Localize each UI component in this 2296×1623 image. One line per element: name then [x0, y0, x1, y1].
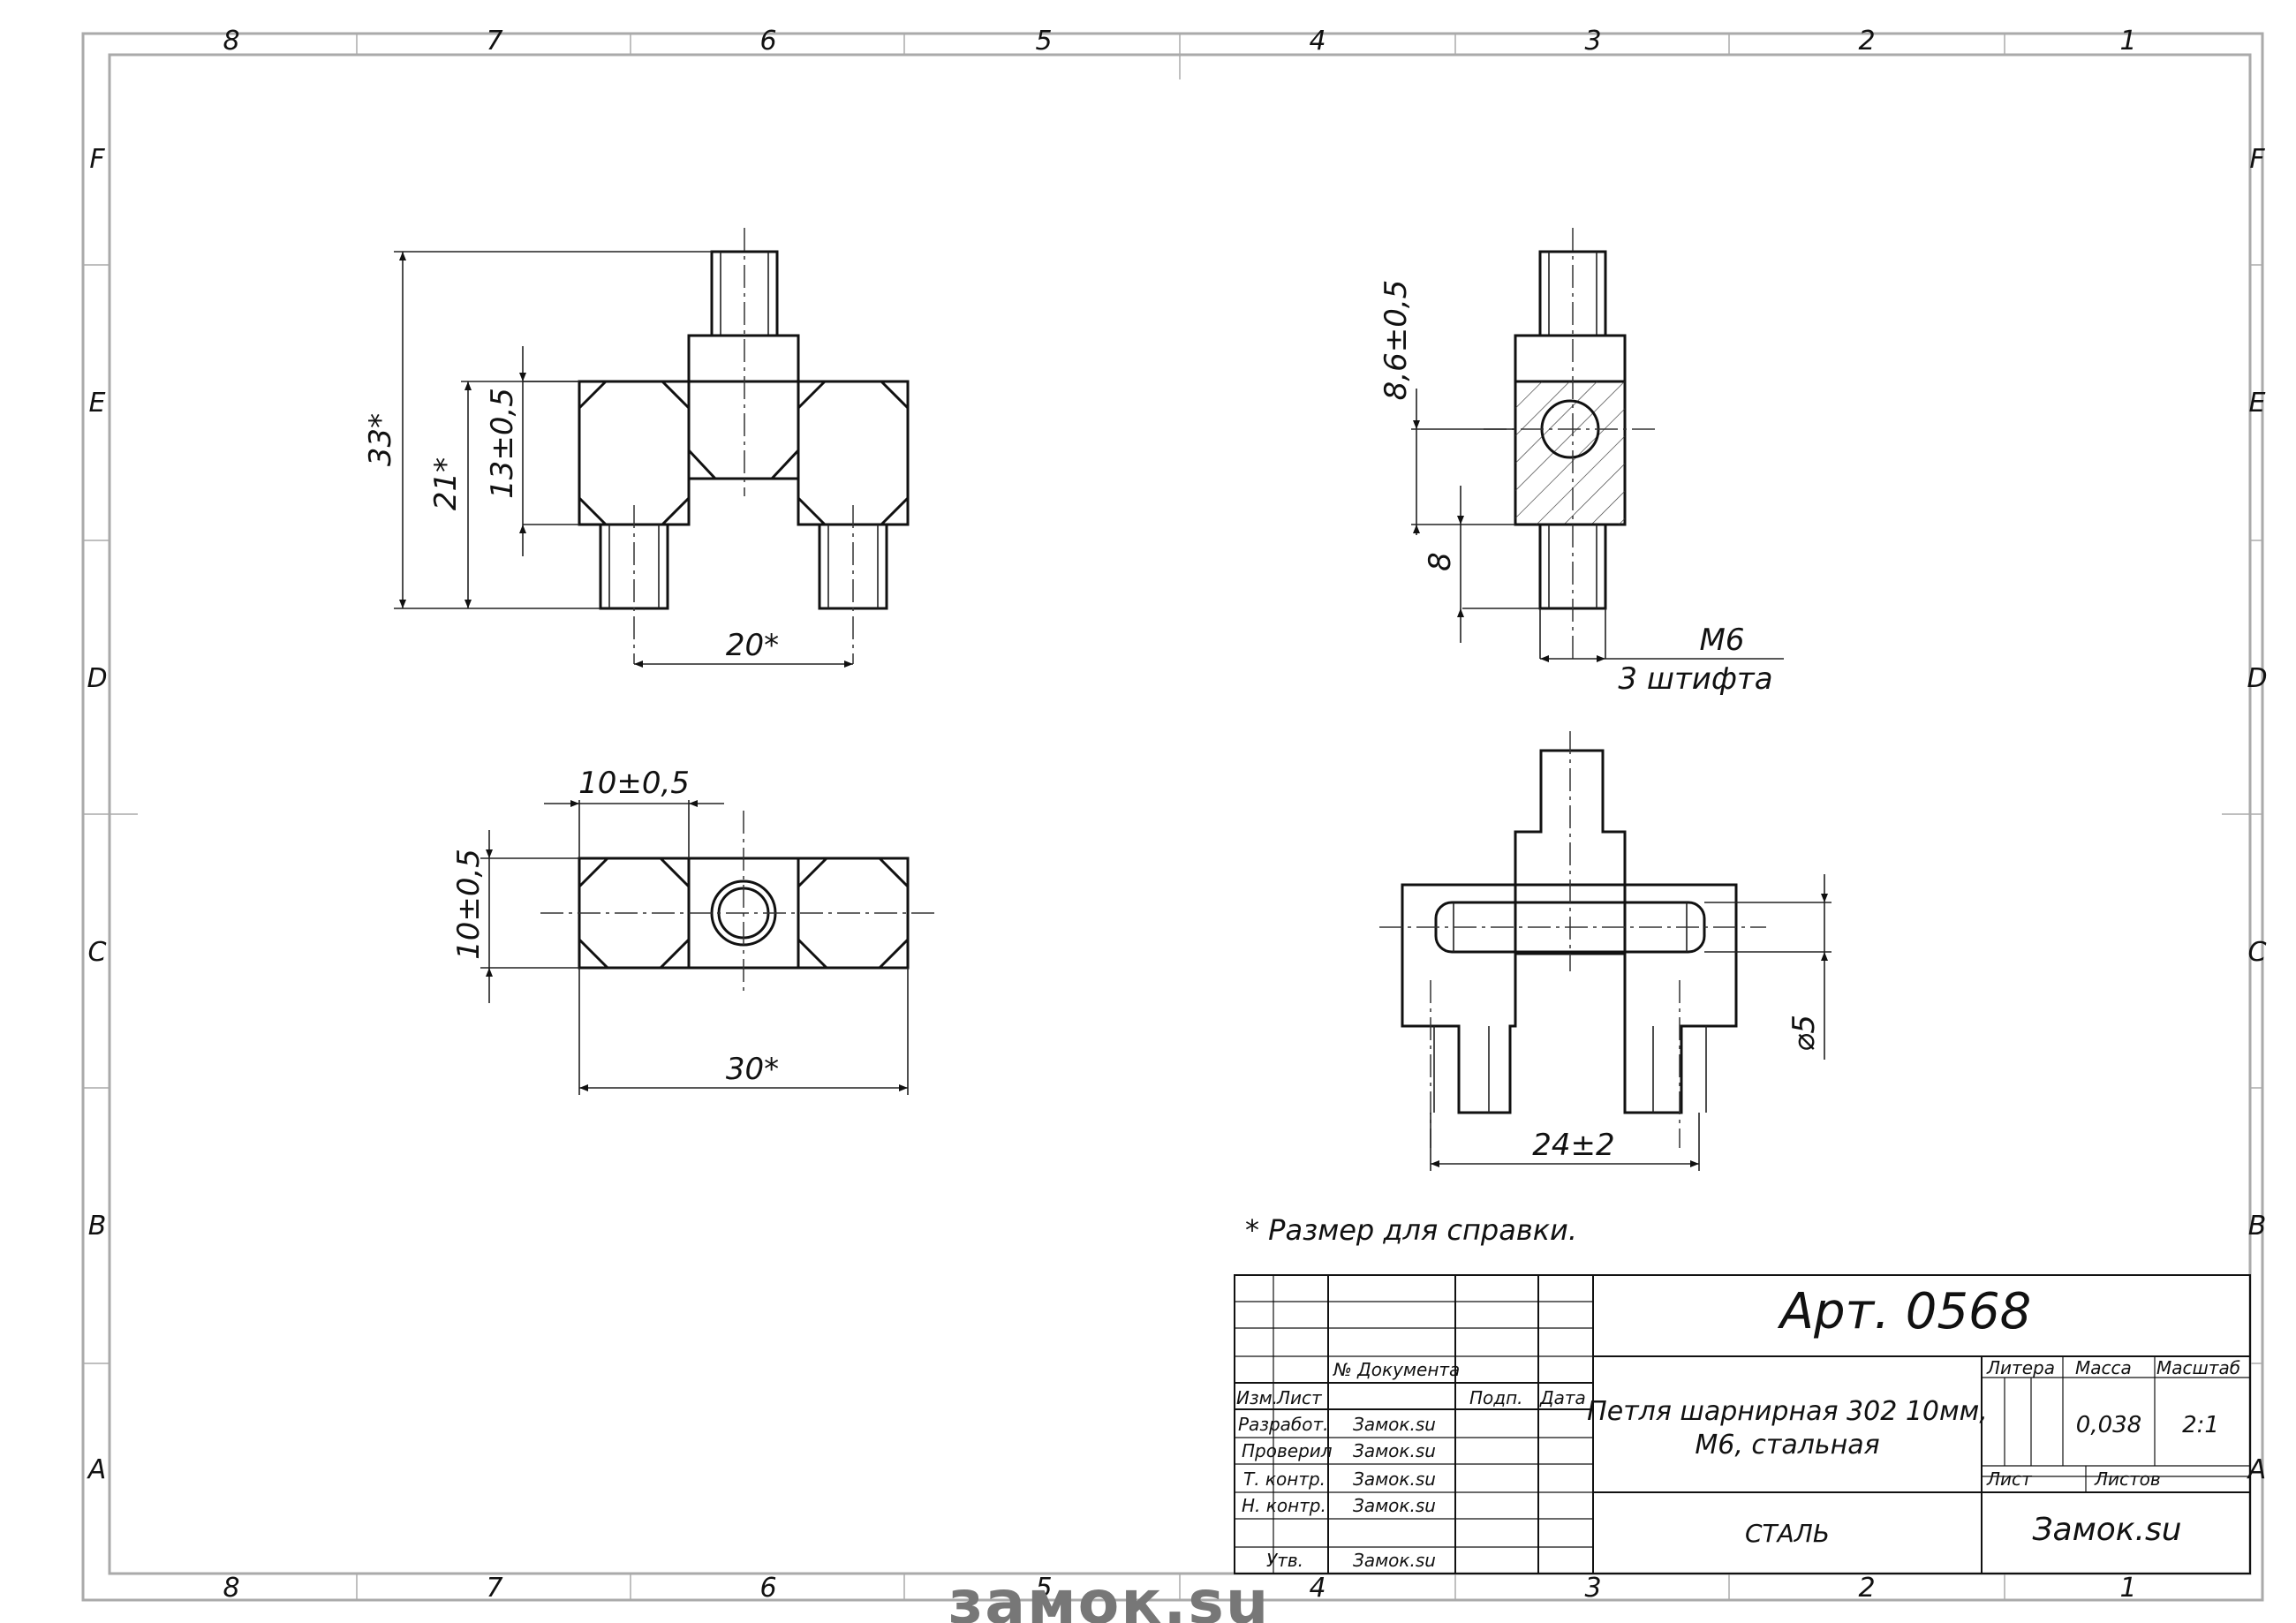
tb-mass-value: 0,038 — [2076, 1412, 2141, 1438]
zone-col-bottom-1: 1 — [2119, 1573, 2136, 1604]
tb-header-sheets: Листов — [2094, 1468, 2161, 1490]
tb-name-line2: М6, стальная — [1695, 1430, 1879, 1461]
tb-header-litera: Литера — [1986, 1357, 2055, 1378]
tb-name-line1: Петля шарнирная 302 10мм, — [1587, 1396, 1988, 1427]
zone-row-right-D: D — [2247, 663, 2267, 694]
zone-col-bottom-6: 6 — [759, 1573, 776, 1604]
tb-name-tech-control: Замок.su — [1353, 1468, 1436, 1490]
dim-side-offset: 8,6±0,5 — [1378, 280, 1414, 401]
dim-total-height: 33* — [363, 413, 398, 466]
zone-col-top-6: 6 — [759, 26, 776, 57]
tb-header-sheet: Лист — [1986, 1468, 2033, 1490]
zone-row-left-A: A — [87, 1454, 107, 1485]
tb-name-norm-control: Замок.su — [1353, 1495, 1436, 1516]
zone-col-bottom-5: 5 — [1035, 1573, 1052, 1604]
tb-scale-value: 2:1 — [2182, 1412, 2219, 1438]
zone-col-bottom-4: 4 — [1309, 1573, 1325, 1604]
zone-col-bottom-8: 8 — [223, 1573, 239, 1604]
tb-company: Замок.su — [2032, 1512, 2181, 1548]
zone-row-left-C: C — [88, 937, 107, 968]
tb-article: Арт. 0568 — [1778, 1283, 2032, 1340]
tb-header-izm: Изм. — [1236, 1387, 1278, 1408]
section-view: ⌀5 24±2 — [1379, 731, 1832, 1171]
reference-note: * Размер для справки. — [1245, 1213, 1577, 1247]
front-view: 33* 21* 13±0,5 20* — [363, 228, 910, 668]
zone-col-bottom-3: 3 — [1584, 1573, 1601, 1604]
zone-col-bottom-7: 7 — [486, 1573, 502, 1604]
zone-col-bottom-2: 2 — [1858, 1573, 1875, 1604]
dim-top-depth: 10±0,5 — [451, 849, 487, 960]
tb-name-approved: Замок.su — [1353, 1550, 1436, 1571]
tb-role-checker: Проверил — [1242, 1440, 1333, 1461]
dim-total-width: 30* — [726, 1052, 779, 1087]
tb-name-developer: Замок.su — [1353, 1414, 1436, 1435]
tb-header-date: Дата — [1539, 1387, 1586, 1408]
svg-text:замок.su: замок.su — [948, 1568, 1271, 1623]
zone-row-left-F: F — [89, 144, 105, 175]
zone-col-top-8: 8 — [223, 26, 239, 57]
watermark-logo: замок.su — [948, 1568, 1271, 1623]
drawing-frame: 8 7 6 5 4 3 2 1 8 7 6 5 4 3 2 1 F E D C … — [81, 26, 2268, 1604]
tb-header-docno: № Документа — [1333, 1359, 1460, 1380]
zone-row-left-D: D — [87, 663, 107, 694]
tb-material: СТАЛЬ — [1745, 1519, 1830, 1548]
tb-header-list: Лист — [1276, 1387, 1323, 1408]
tb-role-norm-control: Н. контр. — [1242, 1495, 1326, 1516]
top-view: 10±0,5 10±0,5 30* — [451, 766, 936, 1095]
title-block: Изм. Лист № Документа Подп. Дата Разрабо… — [1234, 1274, 2251, 1574]
zone-col-top-2: 2 — [1858, 26, 1875, 57]
dim-knuckle-width: 10±0,5 — [578, 766, 690, 801]
zone-row-right-F: F — [2249, 144, 2265, 175]
side-view: 8,6±0,5 8 M6 3 штифта — [1378, 228, 1784, 697]
zone-col-top-4: 4 — [1309, 26, 1325, 57]
dim-knuckle-height: 13±0,5 — [485, 388, 520, 499]
tb-header-scale: Масштаб — [2156, 1357, 2240, 1378]
zone-row-right-C: C — [2248, 937, 2267, 968]
zone-col-top-7: 7 — [486, 26, 502, 57]
zone-col-top-5: 5 — [1035, 26, 1052, 57]
tb-role-approved: Утв. — [1266, 1550, 1303, 1571]
zone-row-right-B: B — [2248, 1211, 2267, 1242]
zone-row-right-A: A — [2247, 1454, 2267, 1485]
dim-pin-spacing: 20* — [726, 628, 779, 663]
zone-col-top-3: 3 — [1584, 26, 1601, 57]
tb-role-tech-control: Т. контр. — [1243, 1468, 1325, 1490]
dim-side-pin-length: 8 — [1423, 552, 1458, 571]
dim-pin-diameter: ⌀5 — [1786, 1015, 1822, 1052]
zone-row-right-E: E — [2249, 388, 2266, 419]
zone-col-top-1: 1 — [2119, 26, 2136, 57]
dim-section-pin-spacing: 24±2 — [1532, 1128, 1614, 1163]
dim-body-height: 21* — [428, 457, 464, 510]
tb-role-developer: Разработ. — [1238, 1414, 1328, 1435]
thread-label: M6 — [1700, 623, 1745, 658]
tb-header-mass: Масса — [2075, 1357, 2132, 1378]
tb-name-checker: Замок.su — [1353, 1440, 1436, 1461]
thread-note: 3 штифта — [1618, 661, 1772, 697]
tb-header-sign: Подп. — [1469, 1387, 1523, 1408]
zone-row-left-B: B — [88, 1211, 107, 1242]
zone-row-left-E: E — [89, 388, 106, 419]
